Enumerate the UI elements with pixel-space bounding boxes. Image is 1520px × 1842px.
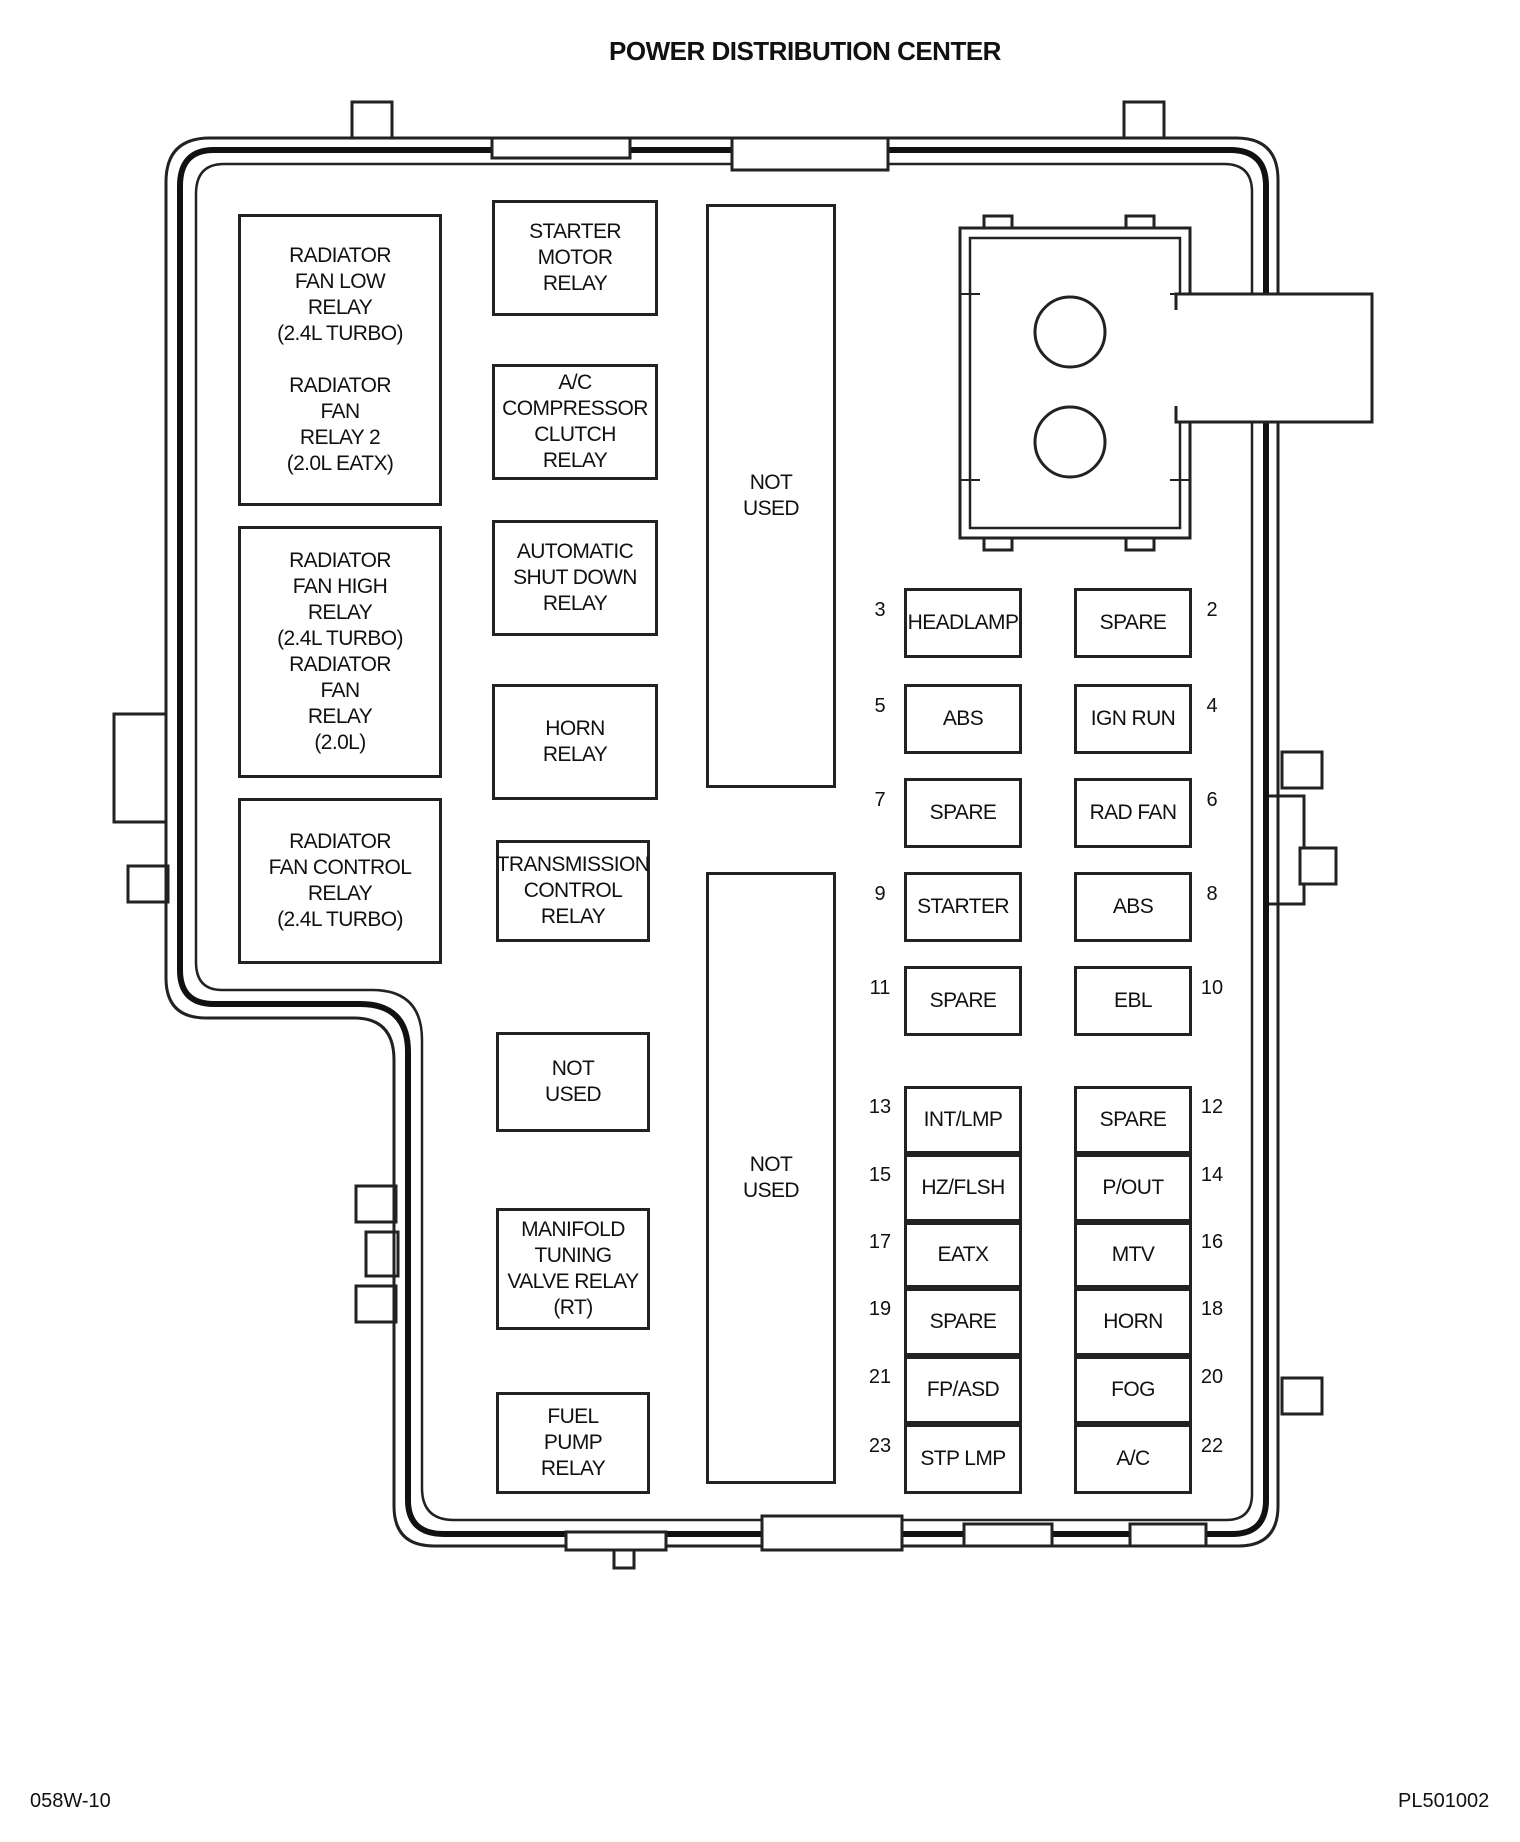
fuse-right-14: P/OUT [1074, 1154, 1192, 1222]
diagram-title: POWER DISTRIBUTION CENTER [609, 36, 1001, 66]
fuse-number-14: 14 [1200, 1164, 1224, 1186]
fuse-right-16: MTV [1074, 1222, 1192, 1288]
radiator-fan-low-relay: RADIATOR FAN LOW RELAY (2.4L TURBO) RADI… [238, 214, 442, 506]
fuse-left-7: SPARE [904, 778, 1022, 848]
part-code: PL501002 [1398, 1790, 1490, 1812]
ac-compressor-clutch-relay: A/C COMPRESSOR CLUTCH RELAY [492, 364, 658, 480]
fuse-left-19: SPARE [904, 1288, 1022, 1356]
radiator-fan-control-relay: RADIATOR FAN CONTROL RELAY (2.4L TURBO) [238, 798, 442, 964]
fuse-right-10: EBL [1074, 966, 1192, 1036]
fuse-right-4: IGN RUN [1074, 684, 1192, 754]
fuse-left-15: HZ/FLSH [904, 1154, 1022, 1222]
fuse-number-22: 22 [1200, 1435, 1224, 1457]
fuse-number-15: 15 [868, 1164, 892, 1186]
fuse-number-3: 3 [874, 599, 886, 621]
fuse-left-17: EATX [904, 1222, 1022, 1288]
fuse-right-6: RAD FAN [1074, 778, 1192, 848]
fuse-number-10: 10 [1200, 977, 1224, 999]
fuse-number-17: 17 [868, 1231, 892, 1253]
fuse-number-4: 4 [1206, 695, 1218, 717]
battery-terminal-block [958, 214, 1374, 552]
not-used-slot-lower: NOT USED [706, 872, 836, 1484]
fuse-left-5: ABS [904, 684, 1022, 754]
fuse-right-12: SPARE [1074, 1086, 1192, 1154]
fuse-left-3: HEADLAMP [904, 588, 1022, 658]
fuse-number-21: 21 [868, 1366, 892, 1388]
fuse-number-6: 6 [1206, 789, 1218, 811]
fuse-left-9: STARTER [904, 872, 1022, 942]
fuel-pump-relay: FUEL PUMP RELAY [496, 1392, 650, 1494]
automatic-shut-down-relay: AUTOMATIC SHUT DOWN RELAY [492, 520, 658, 636]
starter-motor-relay: STARTER MOTOR RELAY [492, 200, 658, 316]
fuse-number-2: 2 [1206, 599, 1218, 621]
fuse-right-8: ABS [1074, 872, 1192, 942]
fuse-right-20: FOG [1074, 1356, 1192, 1424]
fuse-number-8: 8 [1206, 883, 1218, 905]
fuse-number-20: 20 [1200, 1366, 1224, 1388]
fuse-number-23: 23 [868, 1435, 892, 1457]
not-used-relay-slot: NOT USED [496, 1032, 650, 1132]
fuse-number-18: 18 [1200, 1298, 1224, 1320]
radiator-fan-high-relay: RADIATOR FAN HIGH RELAY (2.4L TURBO) RAD… [238, 526, 442, 778]
fuse-left-23: STP LMP [904, 1424, 1022, 1494]
fuse-number-13: 13 [868, 1096, 892, 1118]
fuse-number-16: 16 [1200, 1231, 1224, 1253]
fuse-right-18: HORN [1074, 1288, 1192, 1356]
horn-relay: HORN RELAY [492, 684, 658, 800]
fuse-number-19: 19 [868, 1298, 892, 1320]
fuse-number-7: 7 [874, 789, 886, 811]
transmission-control-relay: TRANSMISSION CONTROL RELAY [496, 840, 650, 942]
fuse-number-12: 12 [1200, 1096, 1224, 1118]
fuse-left-21: FP/ASD [904, 1356, 1022, 1424]
manifold-tuning-valve-relay: MANIFOLD TUNING VALVE RELAY (RT) [496, 1208, 650, 1330]
fuse-number-11: 11 [869, 977, 891, 999]
fuse-number-9: 9 [874, 883, 886, 905]
not-used-slot-upper: NOT USED [706, 204, 836, 788]
fuse-right-2: SPARE [1074, 588, 1192, 658]
fuse-left-13: INT/LMP [904, 1086, 1022, 1154]
fuse-number-5: 5 [874, 695, 886, 717]
fuse-left-11: SPARE [904, 966, 1022, 1036]
figure-code: 058W-10 [30, 1790, 111, 1812]
fuse-right-22: A/C [1074, 1424, 1192, 1494]
